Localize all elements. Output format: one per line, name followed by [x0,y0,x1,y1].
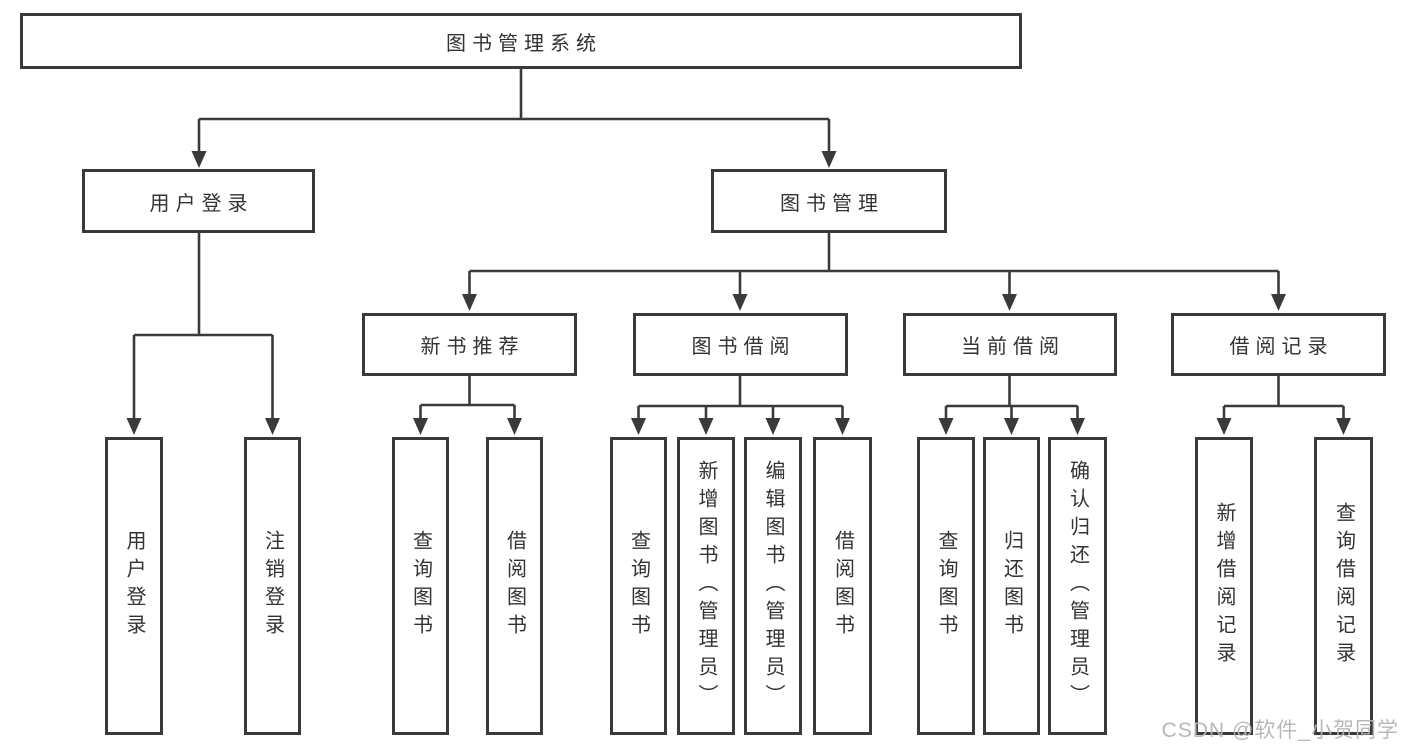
leaf-query-borrow-record: 查询借阅记录 [1314,437,1373,735]
edge-current-borrow-to-leaves [938,376,1085,435]
leaf-edit-books-admin: 编辑图书（管理员） [744,437,802,735]
leaf-user-login: 用户登录 [105,437,163,735]
leaf-borrow-books-recommend: 借阅图书 [486,437,543,735]
leaf-query-books-recommend: 查询图书 [392,437,449,735]
edge-root-to-level2 [191,69,837,168]
leaf-query-books-borrow: 查询图书 [610,437,667,735]
node-user-login: 用户登录 [82,169,315,233]
node-book-management: 图书管理 [711,169,947,233]
edge-user-login-to-leaves [126,233,280,435]
node-new-book-recommend: 新书推荐 [362,313,577,376]
leaf-borrow-books: 借阅图书 [813,437,872,735]
node-root-library-management-system: 图书管理系统 [20,13,1022,69]
csdn-watermark: CSDN @软件_小贺同学 [1161,719,1399,742]
leaf-query-books-current: 查询图书 [917,437,975,735]
node-current-borrow: 当前借阅 [903,313,1117,376]
edge-borrow-record-to-leaves [1216,376,1351,435]
leaf-logout-login: 注销登录 [244,437,301,735]
leaf-add-books-admin: 新增图书（管理员） [677,437,735,735]
edge-book-management-to-level3 [462,233,1286,311]
edge-book-borrow-to-leaves [631,376,850,435]
node-borrow-record: 借阅记录 [1171,313,1386,376]
leaf-confirm-return-admin: 确认归还（管理员） [1048,437,1107,735]
leaf-add-borrow-record: 新增借阅记录 [1195,437,1253,735]
edge-new-book-recommend-to-leaves [413,376,522,435]
leaf-return-books: 归还图书 [983,437,1040,735]
node-book-borrow: 图书借阅 [633,313,848,376]
